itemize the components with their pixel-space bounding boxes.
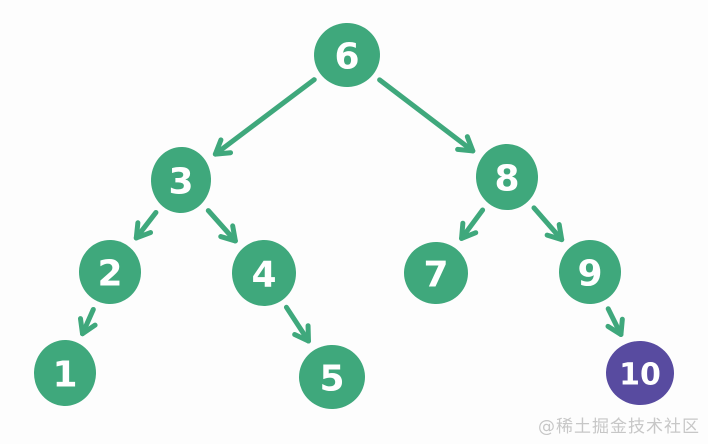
node-label: 8 bbox=[494, 159, 519, 200]
node-label: 6 bbox=[334, 37, 359, 78]
tree-node-9: 9 bbox=[558, 240, 622, 304]
tree-edge-6-8 bbox=[377, 77, 476, 154]
watermark: @稀土掘金技术社区 bbox=[538, 417, 700, 437]
tree-node-10: 10 bbox=[606, 340, 674, 406]
tree-edge-3-4 bbox=[205, 208, 238, 244]
tree-edge-6-3 bbox=[212, 77, 317, 157]
node-circle bbox=[78, 240, 142, 304]
tree-node-2: 2 bbox=[78, 240, 142, 304]
node-label: 5 bbox=[319, 359, 344, 400]
tree-edge-2-1 bbox=[77, 306, 98, 337]
node-label: 3 bbox=[168, 162, 193, 203]
node-circle bbox=[606, 340, 674, 406]
tree-node-1: 1 bbox=[33, 340, 97, 406]
node-label: 4 bbox=[251, 255, 276, 296]
node-label: 10 bbox=[619, 358, 661, 393]
node-circle bbox=[558, 240, 622, 304]
tree-node-8: 8 bbox=[475, 144, 539, 210]
node-label: 1 bbox=[52, 355, 77, 396]
tree-edge-8-9 bbox=[531, 205, 565, 243]
tree-edge-8-7 bbox=[459, 207, 486, 241]
node-circle bbox=[475, 144, 539, 210]
tree-node-6: 6 bbox=[314, 22, 380, 88]
tree-edge-9-10 bbox=[605, 306, 625, 337]
tree-node-7: 7 bbox=[404, 241, 468, 305]
node-circle bbox=[231, 240, 297, 306]
node-circle bbox=[299, 344, 365, 410]
node-label: 7 bbox=[423, 255, 448, 296]
node-label: 9 bbox=[577, 254, 602, 295]
tree-edges bbox=[77, 77, 625, 344]
node-circle bbox=[314, 22, 380, 88]
tree-node-5: 5 bbox=[299, 344, 365, 410]
node-circle bbox=[404, 241, 468, 305]
tree-edge-4-5 bbox=[283, 304, 311, 344]
node-circle bbox=[150, 147, 212, 213]
tree-edge-3-2 bbox=[133, 209, 159, 241]
node-label: 2 bbox=[97, 254, 122, 295]
tree-nodes: 6 3 8 2 4 7 9 1 5 10 bbox=[33, 22, 674, 410]
tree-node-4: 4 bbox=[231, 240, 297, 306]
tree-node-3: 3 bbox=[150, 147, 212, 213]
node-circle bbox=[33, 340, 97, 406]
